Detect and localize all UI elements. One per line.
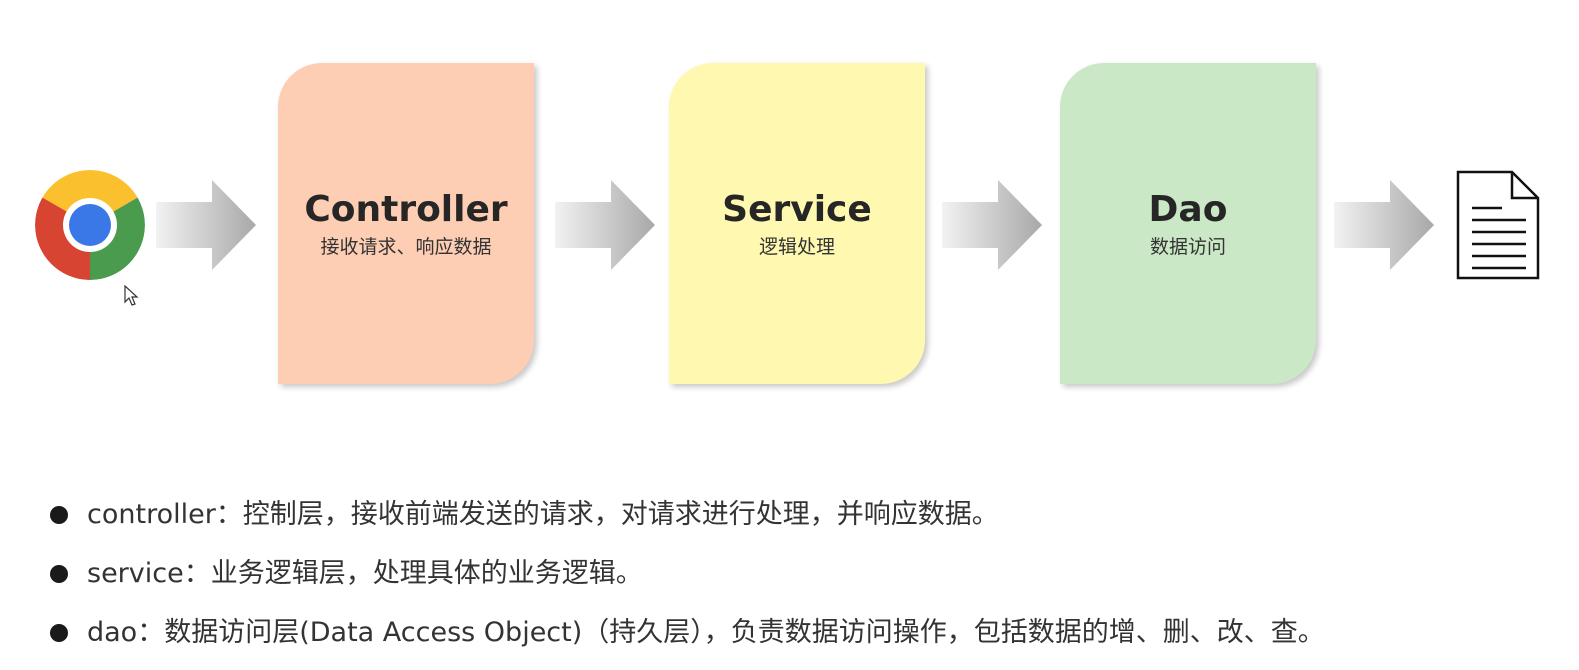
layer-title: Service [722, 189, 872, 230]
list-item-text: service：业务逻辑层，处理具体的业务逻辑。 [87, 558, 643, 589]
document-icon [1456, 170, 1540, 280]
layer-subtitle: 逻辑处理 [758, 236, 835, 258]
chrome-browser-icon [35, 170, 145, 280]
mouse-cursor-icon [124, 285, 139, 306]
list-item-text: dao：数据访问层(Data Access Object)（持久层），负责数据访… [87, 617, 1325, 648]
layer-subtitle: 接收请求、响应数据 [320, 236, 492, 258]
service-layer-box: Service 逻辑处理 [669, 63, 925, 384]
right-arrow-icon [555, 180, 655, 270]
dao-layer-box: Dao 数据访问 [1060, 63, 1316, 384]
controller-layer-box: Controller 接收请求、响应数据 [278, 63, 534, 384]
list-item-text: controller：控制层，接收前端发送的请求，对请求进行处理，并响应数据。 [87, 499, 999, 530]
layer-title: Controller [304, 189, 508, 230]
description-list: controller：控制层，接收前端发送的请求，对请求进行处理，并响应数据。 … [48, 493, 1325, 670]
list-item: controller：控制层，接收前端发送的请求，对请求进行处理，并响应数据。 [48, 493, 1325, 552]
layer-subtitle: 数据访问 [1149, 236, 1226, 258]
right-arrow-icon [1334, 180, 1434, 270]
bullet-icon [50, 565, 68, 583]
right-arrow-icon [156, 180, 256, 270]
right-arrow-icon [942, 180, 1042, 270]
bullet-icon [50, 624, 68, 642]
layer-title: Dao [1148, 189, 1228, 230]
list-item: service：业务逻辑层，处理具体的业务逻辑。 [48, 552, 1325, 611]
bullet-icon [50, 506, 68, 524]
list-item: dao：数据访问层(Data Access Object)（持久层），负责数据访… [48, 611, 1325, 670]
